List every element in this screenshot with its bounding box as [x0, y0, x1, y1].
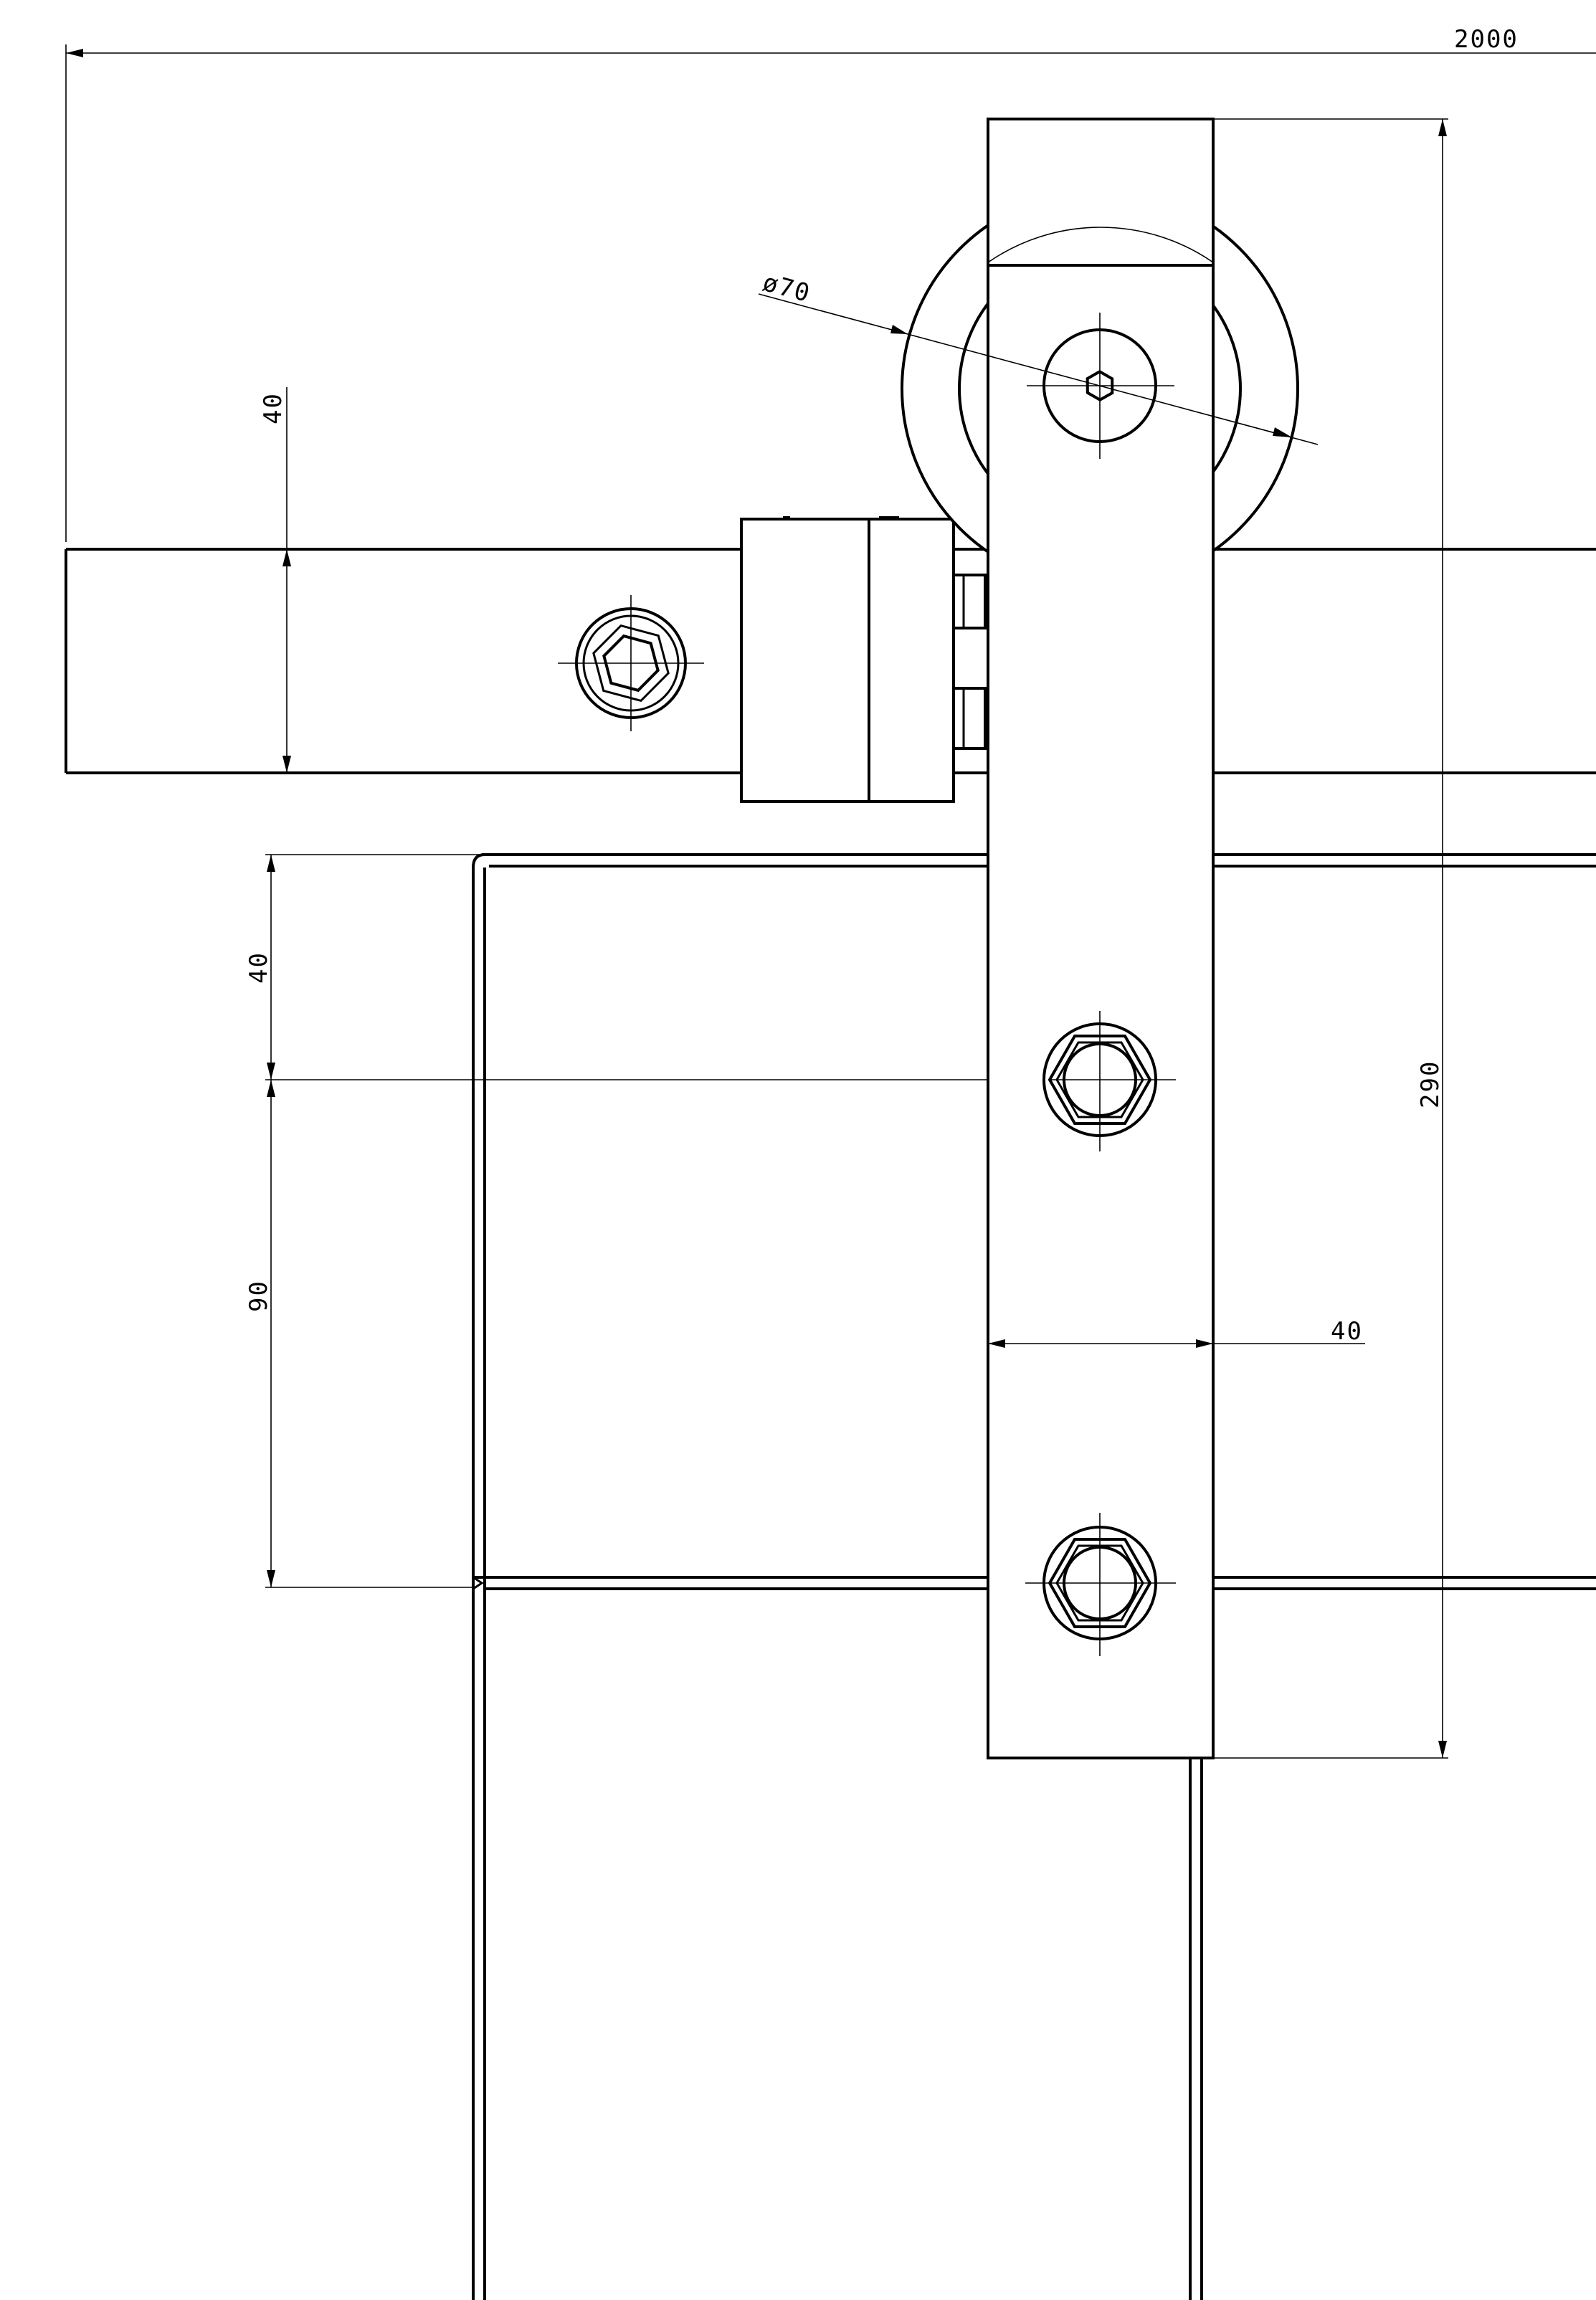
bolt-spacing-label: 90	[244, 1280, 273, 1312]
hanger-width-label: 40	[1331, 1317, 1363, 1346]
rail-height-dimension: 40	[259, 387, 308, 773]
wheel-diameter-label: ø70	[760, 268, 814, 308]
hanger-height-label: 290	[1416, 1060, 1445, 1108]
door-bolt-dimensions: 40 90	[244, 854, 1176, 1588]
top-to-first-bolt-label: 40	[244, 951, 273, 984]
overall-width-label: 2000	[1454, 25, 1519, 54]
rail-height-label: 40	[259, 392, 288, 424]
hanger-strap	[987, 118, 1215, 1759]
rail-stop-block	[740, 516, 987, 803]
hanger-height-dimension: 290	[1213, 118, 1448, 1759]
overall-width-dimension: 2000	[65, 25, 1596, 542]
rail-mounting-bolt	[558, 595, 704, 731]
hanger-width-dimension: 40	[988, 1317, 1365, 1348]
door-bolt-lower	[1025, 1513, 1176, 1656]
door-bolt-upper	[1042, 1011, 1176, 1151]
